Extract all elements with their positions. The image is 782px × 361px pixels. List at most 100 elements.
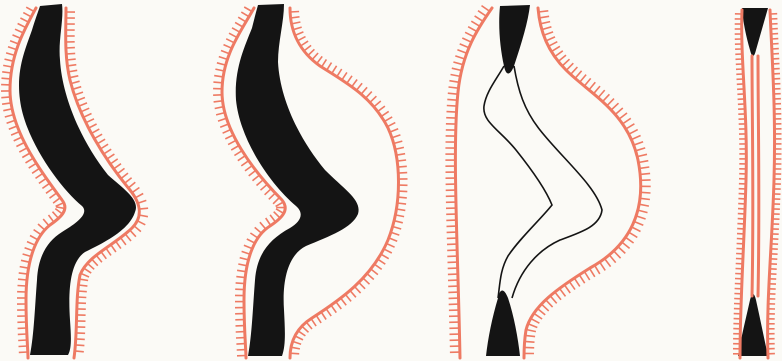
panel-2-left-membrane-tick [215, 107, 224, 109]
panel-2-left-membrane-tick [217, 63, 226, 65]
panel-3-top-plug [499, 5, 530, 74]
panel-3-right-membrane-tick [542, 27, 552, 30]
panel-1-right-membrane-tick [137, 221, 145, 225]
panel-1-left-membrane-tick [21, 260, 30, 262]
panel-3-right-membrane-tick [560, 288, 566, 296]
panel-1-left-membrane-tick [7, 120, 16, 123]
panel-3-right-membrane-tick [546, 300, 553, 307]
panel-2-right-membrane-tick [366, 92, 372, 99]
panel-1-right-membrane-tick [130, 230, 136, 237]
panel-1-right-membrane-tick [79, 103, 87, 106]
panel-3-right-membrane-tick [639, 204, 649, 206]
panel-1-right-membrane-tick [70, 76, 79, 78]
panel-1-right-membrane-tick [121, 238, 126, 245]
panel-2-right-membrane-tick [342, 72, 347, 80]
panel-2-right-membrane-tick [311, 319, 316, 327]
panel-1-right-membrane-tick [132, 188, 139, 193]
panel-1-right-membrane-tick [89, 124, 97, 128]
panel-1-left-membrane-tick [26, 7, 34, 11]
panel-1-left-membrane-tick [2, 72, 11, 73]
panel-1-left-membrane-tick [53, 198, 60, 203]
panel-3-right-membrane-tick [544, 32, 553, 35]
panel-2-left-membrane-tick [214, 101, 223, 102]
panel-2-left-membrane-tick [253, 175, 260, 181]
panel-2-left-membrane-tick [235, 22, 243, 27]
panel-2-right-membrane-tick [395, 147, 404, 149]
panel-2-left-membrane-tick [218, 118, 227, 121]
panel-2-right-membrane-tick [291, 347, 300, 349]
panel-2-left-membrane-tick [274, 212, 280, 218]
panel-2-right-membrane-tick [295, 336, 303, 340]
panel-2-right-membrane-tick [359, 282, 365, 288]
panel-2-right-membrane-tick [312, 53, 318, 60]
panel-1-left-membrane-tick [10, 41, 19, 44]
panel-1-left-membrane-tick [46, 188, 53, 193]
panel-3-right-membrane-tick [558, 55, 566, 61]
panel-1-right-membrane-tick [68, 70, 77, 72]
panel-2-right-membrane-tick [306, 322, 312, 329]
panel-1-right-membrane-tick [104, 149, 112, 154]
panel-2-right-membrane-tick [398, 197, 407, 198]
panel-3-lumen-right [512, 66, 602, 298]
panel-3-left-membrane-tick [471, 21, 480, 26]
panel-1-right-membrane-tick [101, 252, 106, 259]
panel-2-right-membrane-tick [357, 83, 363, 90]
panel-2-right-membrane-tick [371, 269, 378, 275]
panel-1-left-membrane-tick [15, 29, 23, 33]
panel-2-left-membrane-tick [219, 57, 228, 60]
panel-2-left-membrane-tick [273, 198, 279, 204]
panel-3-right-membrane-tick [569, 281, 575, 289]
panel-2-left-membrane-tick [276, 209, 284, 214]
panel-3-right-membrane-tick [640, 198, 650, 199]
panel-3-right-membrane-tick [574, 278, 580, 286]
panel-2-right-membrane-tick [361, 87, 367, 94]
panel-3-right-membrane-tick [595, 265, 600, 274]
panel-2-left-membrane-tick [240, 258, 249, 260]
panel-2-right-membrane-tick [363, 278, 370, 284]
panel-3-right-membrane-tick [609, 255, 615, 263]
panel-2-right-membrane-tick [298, 331, 305, 336]
panel-2-left-membrane-tick [242, 251, 251, 254]
panel-1-right-membrane-tick [83, 114, 91, 118]
panel-3-right-membrane-tick [580, 75, 586, 83]
panel-3-left-membrane-tick [468, 27, 477, 32]
panel-3-right-membrane-tick [639, 167, 649, 168]
panel-2-right-membrane-tick [290, 353, 299, 354]
panel-3-right-membrane-tick [546, 37, 555, 41]
panel-1-left-membrane-tick [2, 103, 11, 104]
panel-1-right-membrane-tick [111, 245, 116, 252]
panel-3-right-membrane-tick [605, 259, 611, 267]
panel-2-right-membrane-tick [302, 326, 309, 332]
panel-2-right-membrane-tick [387, 244, 395, 248]
panel-2-left-membrane-tick [269, 193, 276, 199]
panel-1-left-membrane-tick [18, 24, 26, 28]
panel-2-left-membrane-tick [270, 215, 275, 222]
panel-3-left-membrane-tick [453, 62, 463, 65]
panel-1-right-membrane-tick [97, 139, 105, 144]
panel-3-right-membrane-tick [634, 222, 643, 226]
panel-1-right-membrane-tick [138, 200, 147, 203]
panel-2-left-membrane-tick [241, 161, 248, 166]
panel-3-right-membrane-tick [550, 296, 557, 304]
panel-1-right-membrane-tick [121, 173, 128, 179]
panel-1-right-membrane-tick [125, 234, 131, 241]
panel-2-right-membrane-tick [398, 166, 407, 167]
panel-3-right-membrane-tick [629, 130, 638, 135]
panel-3-right-membrane-tick [575, 71, 582, 79]
panel-1-left-membrane-tick [16, 143, 24, 147]
panel-3-left-membrane-tick [447, 99, 457, 100]
panel-3-left-membrane-tick [482, 6, 490, 12]
panel-3-right-membrane-tick [600, 262, 606, 270]
panel-2-right-membrane-tick [321, 312, 326, 320]
panel-1-left-membrane-tick [18, 286, 27, 287]
panel-2-left-membrane-tick [244, 7, 252, 12]
panel-2-left-membrane-tick [236, 277, 245, 278]
panel-1-right-membrane-tick [76, 339, 85, 340]
panel-3-right-membrane-tick [562, 59, 569, 66]
panel-1-right-membrane-tick [116, 241, 121, 248]
panel-2-left-membrane-tick [257, 180, 264, 186]
panel-3-left-membrane-tick [451, 75, 461, 77]
panel-3-right-membrane-tick [637, 154, 647, 156]
panel-2-left-membrane-tick [238, 17, 246, 22]
panel-1-right-membrane-tick [107, 154, 115, 159]
